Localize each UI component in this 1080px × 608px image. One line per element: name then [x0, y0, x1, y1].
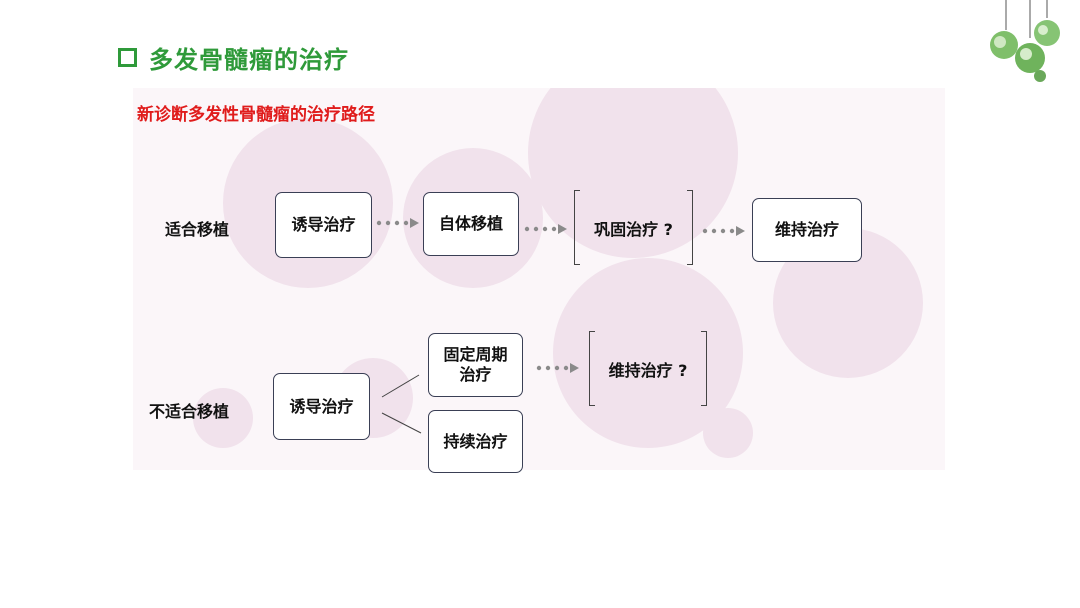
dotted-arrow-fixed-to-maintenance: [537, 363, 579, 373]
branch-line-to-fixed: [382, 375, 419, 397]
dotted-arrow-consolidation-to-maintenance: [703, 226, 745, 236]
branch-line-to-continuous: [382, 413, 421, 433]
dotted-arrow-asct-to-consolidation: [525, 224, 567, 234]
dotted-arrow-induction-to-asct: [377, 218, 419, 228]
